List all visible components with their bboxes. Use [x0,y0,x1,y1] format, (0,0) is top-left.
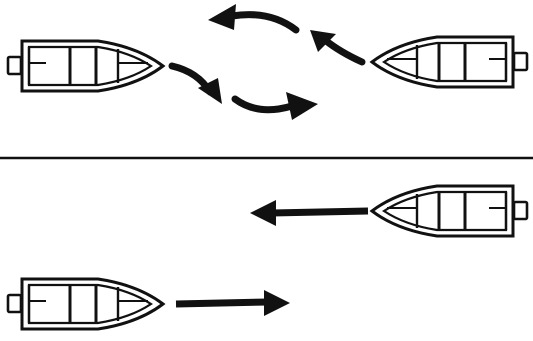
boat-icon [372,37,527,87]
straight-arrow-left-icon [250,200,368,226]
upper-scenario [8,4,527,120]
boat-icon [8,279,163,329]
boat-icon [372,186,527,236]
curved-arrow-icon [310,30,362,62]
lower-scenario [8,186,527,329]
curved-arrow-icon [172,66,222,104]
curved-arrow-icon [208,4,296,30]
curved-arrow-icon [235,92,318,120]
straight-arrow-right-icon [176,290,290,316]
boat-icon [8,41,163,91]
